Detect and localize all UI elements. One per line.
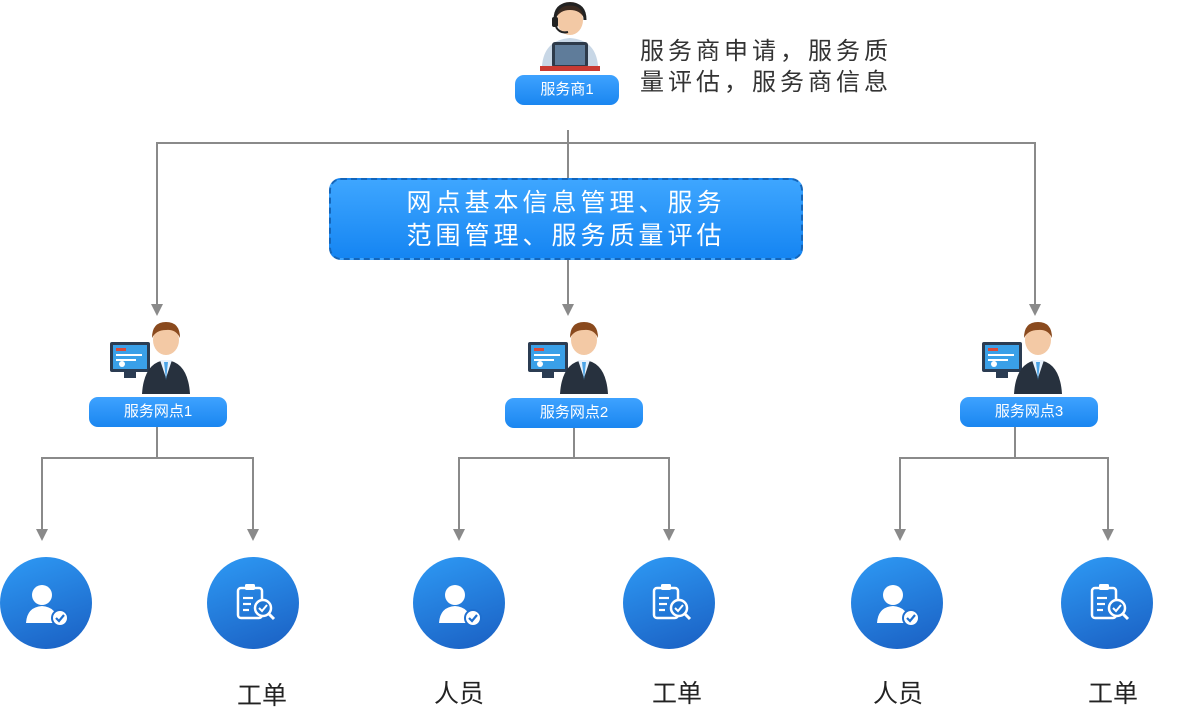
- office-worker-icon: [110, 322, 190, 394]
- customer-service-agent-icon: [540, 2, 600, 71]
- work-order-icon: [236, 584, 276, 621]
- work-order-circle-3: [1061, 557, 1153, 649]
- outlet-3-badge: 服务网点3: [960, 397, 1098, 427]
- provider-note-line-1: 服务商申请，服务质: [640, 38, 892, 65]
- user-check-icon: [439, 585, 482, 627]
- personnel-label-2: 人员: [433, 679, 484, 708]
- work-order-label-2: 工单: [651, 679, 702, 708]
- provider-node: [520, 0, 620, 78]
- personnel-circle-3: [851, 557, 943, 649]
- callout-line-2: 范围管理、服务质量评估: [406, 222, 726, 250]
- personnel-circle-1: [0, 557, 92, 649]
- work-order-icon: [652, 584, 692, 621]
- outlet-2-badge: 服务网点2: [505, 398, 643, 428]
- provider-note-line-2: 量评估，服务商信息: [640, 69, 892, 96]
- work-order-label-1: 工单: [236, 681, 287, 710]
- outlet-3-label: 服务网点3: [994, 403, 1064, 420]
- outlet-2-label: 服务网点2: [539, 404, 609, 421]
- provider-badge: 服务商1: [515, 75, 619, 105]
- callout-line-1: 网点基本信息管理、服务: [406, 189, 726, 217]
- outlet-1-node: [108, 318, 194, 394]
- provider-description: 服务商申请，服务质 量评估，服务商信息: [640, 36, 920, 98]
- office-worker-icon: [982, 322, 1062, 394]
- management-callout: 网点基本信息管理、服务 范围管理、服务质量评估: [329, 178, 803, 260]
- work-order-label-3: 工单: [1087, 679, 1138, 708]
- personnel-circle-2: [413, 557, 505, 649]
- user-check-icon: [877, 585, 920, 627]
- outlet-1-badge: 服务网点1: [89, 397, 227, 427]
- office-worker-icon: [528, 322, 608, 394]
- outlet-3-node: [980, 318, 1066, 394]
- work-order-circle-1: [207, 557, 299, 649]
- outlet-2-node: [526, 318, 612, 394]
- work-order-icon: [1090, 584, 1130, 621]
- outlet-1-label: 服务网点1: [123, 403, 193, 420]
- provider-label: 服务商1: [540, 81, 594, 98]
- personnel-label-3: 人员: [872, 679, 923, 708]
- user-check-icon: [26, 585, 69, 627]
- work-order-circle-2: [623, 557, 715, 649]
